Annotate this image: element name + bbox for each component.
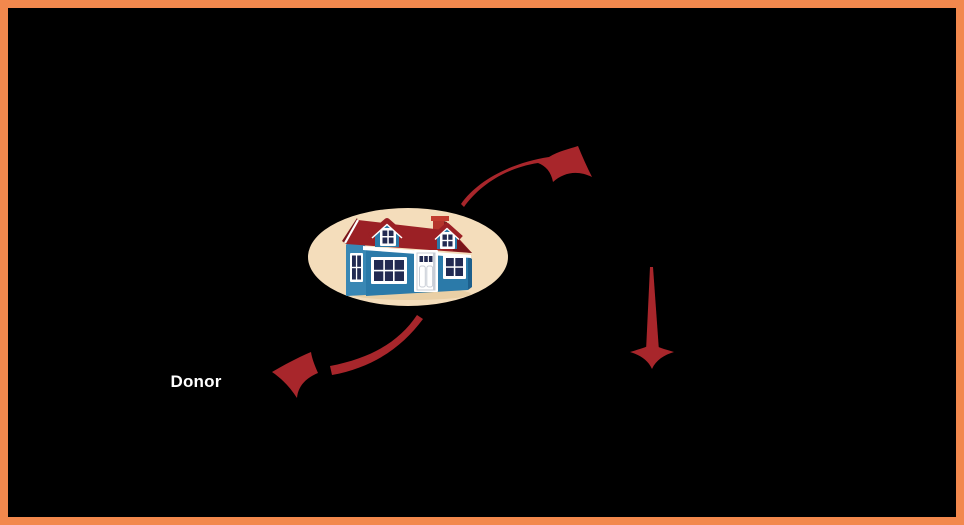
curved-arrow-up-right-icon [461, 146, 592, 207]
straight-arrow-down-icon [630, 267, 674, 369]
donor-label: Donor [170, 372, 222, 391]
curved-arrow-down-left-icon [272, 315, 423, 398]
house-icon [342, 216, 472, 296]
